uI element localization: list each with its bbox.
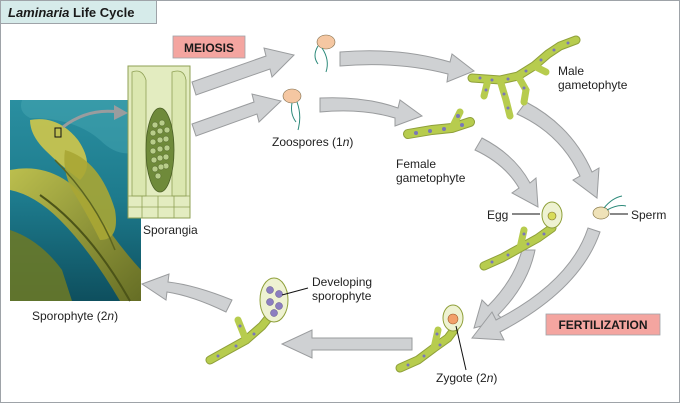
sporangia-label: Sporangia [143,223,198,237]
developing-sporophyte-icon [205,277,289,365]
sperm-icon [592,195,627,220]
fertilization-box: FERTILIZATION [545,313,661,336]
male-gametophyte-label-2: gametophyte [558,78,628,92]
title-box: Laminaria Life Cycle [0,0,157,24]
meiosis-box: MEIOSIS [172,35,246,59]
sporophyte-label-a: Sporophyte (2 [32,309,108,323]
arrow-to-female-gametophyte [319,97,424,127]
zygote-label-a: Zygote (2 [436,371,487,385]
arrow-female-to-egg [474,137,539,208]
zoospores-label-b: ) [349,135,353,149]
arrow-to-male-gametophyte [339,50,475,83]
sporophyte-label: Sporophyte (2n) [32,309,118,323]
arrow-egg-to-zygote [473,249,536,329]
zoospores-label-n: n [343,135,350,149]
sporophyte-photo [10,100,141,302]
zoospore-icon [314,34,336,73]
female-gametophyte-icon [403,108,475,139]
fertilization-label: FERTILIZATION [558,318,647,332]
male-gametophyte-label-1: Male [558,64,584,78]
developing-sporophyte-label-1: Developing [312,275,372,289]
callout-lines [281,213,628,371]
arrow-sperm-to-zygote [471,227,601,341]
zygote-label-b: ) [493,371,497,385]
sporangia-illustration [127,65,191,219]
zygote-label-n: n [487,371,494,385]
title-italic: Laminaria [8,5,69,20]
developing-sporophyte-label-2: sporophyte [312,289,372,303]
meiosis-label: MEIOSIS [184,41,234,55]
arrow-male-to-sperm [516,101,600,199]
female-gametophyte-label-2: gametophyte [396,171,466,185]
arrow-zygote-to-developing [280,329,413,359]
cycle-arrows [140,47,601,359]
zygote-icon [395,304,464,373]
egg-icon [479,201,563,271]
male-gametophyte-icon [467,35,581,120]
zoospores-label-a: Zoospores (1 [272,135,343,149]
female-gametophyte-label-1: Female [396,157,436,171]
zoospores-label: Zoospores (1n) [272,135,353,149]
title-text: Laminaria Life Cycle [8,5,134,20]
arrow-developing-to-sporophyte [140,273,233,313]
zoospore-icon [282,88,302,131]
sporophyte-label-n: n [107,309,114,323]
arrow-sporangia-to-zoospore-lower [191,93,283,137]
sporophyte-label-b: ) [114,309,118,323]
title-rest: Life Cycle [69,5,134,20]
arrow-sporangia-to-zoospore-upper [191,47,295,96]
zygote-label: Zygote (2n) [436,371,497,385]
egg-label: Egg [487,208,508,222]
sperm-label: Sperm [631,208,666,222]
